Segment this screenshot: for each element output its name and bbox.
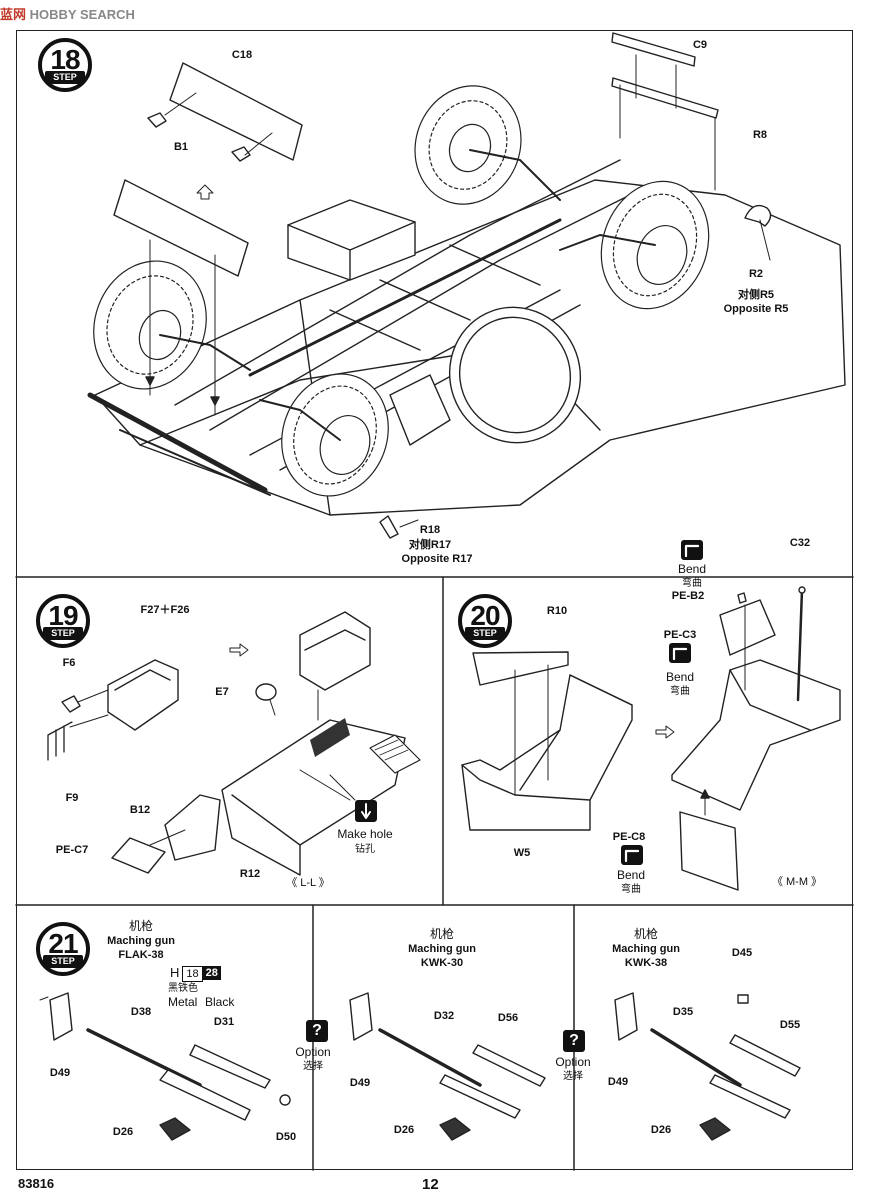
label-bend-bot-cn: 弯曲 bbox=[621, 884, 641, 895]
watermark-cn: 蓝 bbox=[0, 7, 14, 22]
label-bend-top-cn: 弯曲 bbox=[682, 578, 702, 589]
page-frame bbox=[16, 30, 853, 1170]
gun1-d50: D50 bbox=[275, 1131, 297, 1143]
option-icon-1: ? bbox=[312, 1022, 322, 1039]
option-icon-2: ? bbox=[569, 1032, 579, 1049]
label-opposite-r17-cn: 对侧R17 bbox=[408, 539, 452, 551]
gun3-d45: D45 bbox=[731, 947, 753, 959]
gun3-model: KWK-38 bbox=[624, 957, 668, 969]
label-pe-c7: PE-C7 bbox=[55, 844, 89, 856]
label-opposite-r5-en: Opposite R5 bbox=[723, 303, 789, 315]
paint-name-cn: 黑铁色 bbox=[168, 983, 198, 994]
step21-art bbox=[39, 992, 801, 1141]
step20-art bbox=[461, 540, 841, 891]
label-bend-bot-en: Bend bbox=[616, 868, 646, 882]
product-code: 83816 bbox=[18, 1176, 55, 1191]
section-l-l: 《 L-L 》 bbox=[286, 877, 330, 889]
gun3-d55: D55 bbox=[779, 1019, 801, 1031]
gun2-model: KWK-30 bbox=[420, 957, 464, 969]
label-pe-c3: PE-C3 bbox=[663, 629, 697, 641]
label-w5: W5 bbox=[513, 847, 531, 859]
label-pe-c8: PE-C8 bbox=[612, 831, 646, 843]
option-1-cn: 选择 bbox=[303, 1061, 323, 1072]
paint-black: Black bbox=[205, 995, 235, 1009]
gun2-title-cn: 机枪 bbox=[429, 927, 455, 941]
step-badge-21: 21 STEP bbox=[36, 922, 90, 976]
label-pe-b2: PE-B2 bbox=[671, 590, 705, 602]
gun2-d32: D32 bbox=[433, 1010, 455, 1022]
gun2-d49: D49 bbox=[349, 1077, 371, 1089]
label-f6: F6 bbox=[62, 657, 76, 669]
label-b1: B1 bbox=[173, 141, 189, 153]
paint-metal: Metal bbox=[168, 995, 198, 1009]
label-opposite-r17-en: Opposite R17 bbox=[401, 553, 473, 565]
option-2-en[interactable]: Option bbox=[555, 1055, 591, 1069]
label-make-hole-cn: 钻孔 bbox=[355, 844, 375, 855]
gun2-d56: D56 bbox=[497, 1012, 519, 1024]
label-r2: R2 bbox=[748, 268, 764, 280]
label-make-hole-en: Make hole bbox=[337, 827, 393, 841]
option-2-cn: 选择 bbox=[563, 1071, 583, 1082]
watermark-en: HOBBY SEARCH bbox=[29, 7, 135, 22]
label-f27-f26: F27＋F26 bbox=[140, 604, 190, 616]
label-r10: R10 bbox=[546, 605, 568, 617]
gun1-d49: D49 bbox=[49, 1067, 71, 1079]
label-bend-mid-cn: 弯曲 bbox=[670, 686, 690, 697]
label-e7: E7 bbox=[215, 686, 229, 698]
label-f9: F9 bbox=[65, 792, 79, 804]
label-b12: B12 bbox=[129, 804, 151, 816]
label-opposite-r5-cn: 对侧R5 bbox=[737, 289, 775, 301]
label-c32: C32 bbox=[789, 537, 811, 549]
label-bend-top-en: Bend bbox=[677, 562, 707, 576]
gun3-title-cn: 机枪 bbox=[633, 927, 659, 941]
step-badge-19: 19 STEP bbox=[36, 594, 90, 648]
gun1-title-en: Maching gun bbox=[107, 935, 175, 947]
label-r8: R8 bbox=[752, 129, 768, 141]
gun1-title-cn: 机枪 bbox=[128, 919, 154, 933]
gun3-d49: D49 bbox=[607, 1076, 629, 1088]
label-c18: C18 bbox=[231, 49, 253, 61]
gun3-title-en: Maching gun bbox=[612, 943, 680, 955]
option-1-en[interactable]: Option bbox=[295, 1045, 331, 1059]
gun2-d26: D26 bbox=[393, 1124, 415, 1136]
step18-chassis bbox=[87, 32, 846, 539]
step19-art bbox=[47, 611, 421, 876]
gun2-title-en: Maching gun bbox=[408, 943, 476, 955]
label-bend-mid-en: Bend bbox=[665, 670, 695, 684]
label-r18: R18 bbox=[419, 524, 441, 536]
section-m-m: 《 M-M 》 bbox=[771, 876, 823, 888]
paint-callout: H 18 28 bbox=[170, 966, 221, 982]
label-c9: C9 bbox=[692, 39, 708, 51]
gun1-model: FLAK-38 bbox=[118, 949, 164, 961]
gun1-d26: D26 bbox=[112, 1126, 134, 1138]
step-badge-20: 20 STEP bbox=[458, 594, 512, 648]
page-number: 12 bbox=[422, 1176, 439, 1193]
gun3-d35: D35 bbox=[672, 1006, 694, 1018]
step-badge-18: 18 STEP bbox=[38, 38, 92, 92]
gun3-d26: D26 bbox=[650, 1124, 672, 1136]
gun1-d31: D31 bbox=[213, 1016, 235, 1028]
label-r12: R12 bbox=[239, 868, 261, 880]
gun1-d38: D38 bbox=[130, 1006, 152, 1018]
watermark: 蓝网 HOBBY SEARCH bbox=[0, 7, 135, 22]
